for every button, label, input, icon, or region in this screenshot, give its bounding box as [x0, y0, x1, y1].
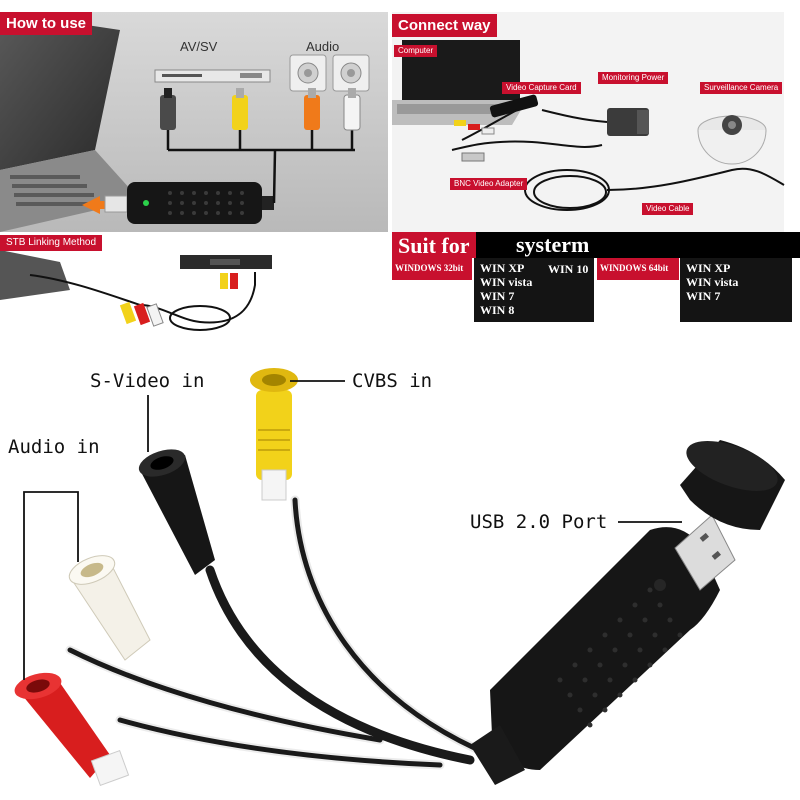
insert-arrow-icon [82, 196, 118, 214]
set-top-box-icon [180, 255, 272, 269]
suit-for-title: Suit for [392, 232, 476, 258]
os-item: WIN 7 [480, 289, 515, 303]
cvbs-label: CVBS in [352, 370, 433, 392]
windows-64bit-label: WINDOWS 64bit [597, 258, 679, 280]
os-item: WIN 7 [686, 289, 721, 303]
orange-plug-icon [304, 88, 320, 130]
red-audio-connector-icon [14, 672, 130, 786]
stb-linking-label: STB Linking Method [0, 235, 103, 251]
rca-adapter-icon [454, 120, 495, 162]
computer-callout: Computer [394, 45, 438, 57]
connect-way-panel: Connect way Computer Video Capture Card … [392, 0, 800, 232]
usb-plug-icon [674, 514, 736, 591]
capture-card-callout: Video Capture Card [502, 82, 581, 94]
yellow-plug-icon [232, 88, 248, 130]
usb-cap-icon [680, 440, 785, 530]
white-plug-icon [343, 88, 361, 131]
windows-64bit-list: WIN XP WIN vista WIN 7 [680, 258, 792, 322]
product-illustration [14, 368, 785, 786]
speaker-icon [289, 54, 370, 92]
system-title: systerm [516, 232, 590, 257]
video-cable-coil-icon [524, 167, 785, 211]
usb-capture-device-icon [470, 514, 736, 785]
capture-device-icon [104, 182, 274, 224]
usb-port-label: USB 2.0 Port [470, 511, 608, 533]
connect-way-illustration [392, 12, 785, 232]
monitoring-power-callout: Monitoring Power [598, 72, 669, 84]
svideo-plug-icon [160, 88, 176, 130]
bnc-adapter-callout: BNC Video Adapter [450, 178, 528, 190]
video-cable-callout: Video Cable [642, 203, 694, 215]
suit-for-panel: Suit for systerm WINDOWS 32bit WIN XP WI… [392, 232, 800, 332]
audio-in-label: Audio in [8, 436, 100, 458]
dvd-player-icon [154, 69, 271, 83]
connect-way-title: Connect way [392, 14, 497, 37]
os-item: WIN 8 [480, 303, 515, 317]
audio-label: Audio [306, 39, 340, 54]
video-capture-card-icon [489, 94, 539, 118]
surveillance-camera-icon [697, 115, 767, 165]
av-sv-label: AV/SV [180, 39, 218, 54]
svideo-connector-icon [138, 449, 215, 575]
rca-cable-bundle-icon [119, 272, 256, 331]
win10-label: WIN 10 [548, 262, 589, 276]
cvbs-connector-icon [250, 368, 298, 501]
white-audio-connector-icon [68, 555, 151, 661]
power-adapter-icon [541, 108, 649, 136]
how-to-use-illustration [0, 12, 388, 335]
product-panel: S-Video in CVBS in Audio in USB 2.0 Port [0, 340, 800, 800]
os-item: WIN XP [480, 261, 525, 275]
how-to-use-title: How to use [0, 12, 93, 35]
os-item: WIN vista [686, 275, 739, 289]
windows-32bit-label: WINDOWS 32bit [392, 258, 472, 280]
surveillance-camera-callout: Surveillance Camera [700, 82, 783, 94]
how-to-use-panel: How to use AV/SV Audio STB Linking Metho… [0, 0, 390, 335]
os-item: WIN XP [686, 261, 731, 275]
os-item: WIN vista [480, 275, 533, 289]
svideo-label: S-Video in [90, 370, 205, 392]
laptop-icon [0, 12, 140, 232]
windows-32bit-list: WIN XP WIN vista WIN 7 WIN 8 [474, 258, 594, 322]
